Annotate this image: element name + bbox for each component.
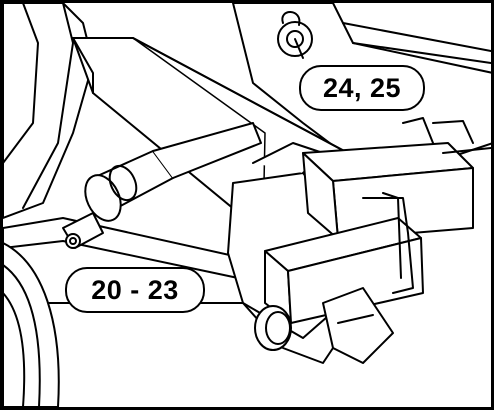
callout-part-numbers-upper: 24, 25	[299, 65, 425, 111]
bolt-head	[254, 305, 292, 351]
line-drawing	[3, 3, 491, 407]
callout-part-numbers-lower: 20 - 23	[65, 267, 205, 313]
wheel-disc	[3, 242, 60, 407]
upper-frame-plate	[3, 3, 94, 219]
lower-bracket	[322, 287, 394, 364]
clip-pin	[277, 11, 313, 59]
receiver-tube	[264, 192, 424, 324]
hydraulic-cylinder	[62, 122, 262, 249]
